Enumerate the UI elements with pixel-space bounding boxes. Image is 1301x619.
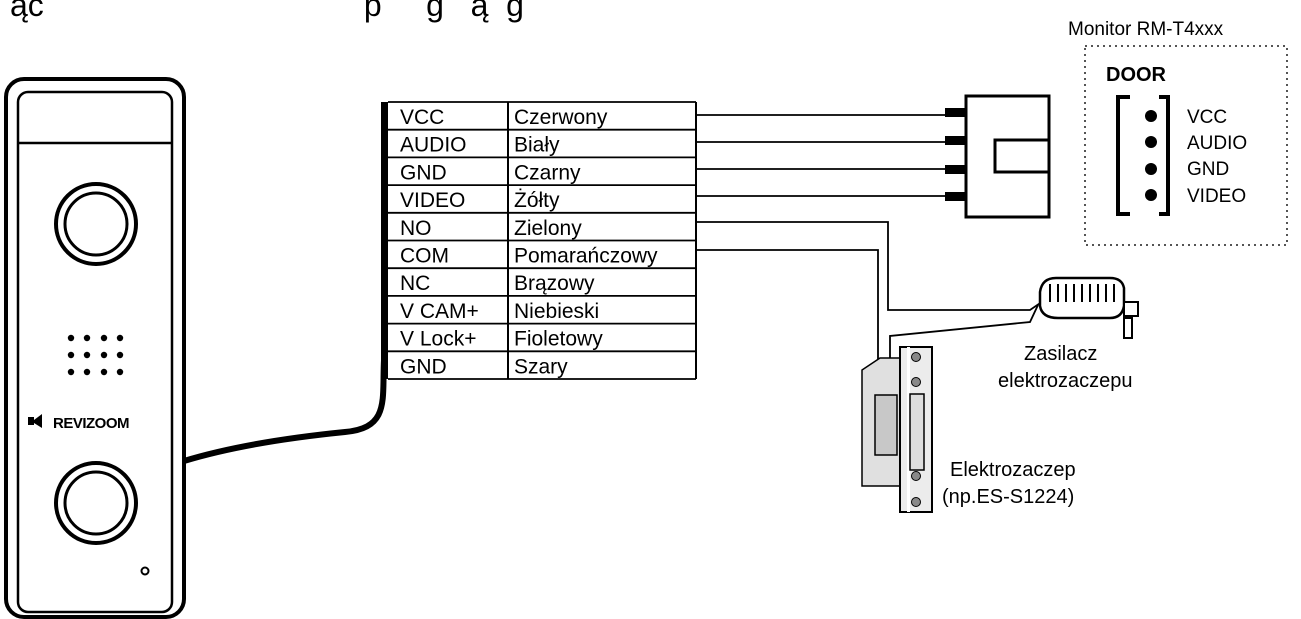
table-cell-wire-color: Czarny (514, 161, 581, 184)
monitor-wires (696, 114, 945, 197)
table-cell-signal: V CAM+ (400, 300, 479, 323)
table-cell-signal: VCC (400, 106, 444, 129)
table-cell-signal: COM (400, 245, 449, 268)
camera-lens-icon (54, 182, 138, 266)
table-cell-wire-color: Pomarańczowy (514, 245, 658, 268)
monitor-box: Monitor RM-T4xxx DOOR VCC AUDIO GND VIDE… (1068, 19, 1288, 246)
monitor-plug (945, 94, 1051, 219)
table-cell-signal: V Lock+ (400, 328, 476, 351)
table-cell-wire-color: Niebieski (514, 300, 599, 323)
table-cell-wire-color: Czerwony (514, 106, 608, 129)
pin-label-video: VIDEO (1187, 186, 1246, 207)
pin-label-vcc: VCC (1187, 107, 1227, 128)
door-port-label: DOOR (1106, 64, 1167, 86)
table-cell-wire-color: Biały (514, 134, 560, 157)
table-cell-wire-color: Żółty (514, 189, 560, 212)
table-cell-wire-color: Zielony (514, 217, 582, 240)
table-cell-signal: NC (400, 272, 430, 295)
power-supply-icon (1038, 276, 1139, 339)
table-cell-signal: VIDEO (400, 189, 465, 212)
door-panel: REVIZOOM (4, 77, 186, 619)
brand-logo: REVIZOOM (28, 414, 130, 432)
panel-cable (183, 102, 387, 464)
call-button (54, 461, 138, 545)
table-cell-wire-color: Brązowy (514, 272, 595, 295)
pin-label-audio: AUDIO (1187, 133, 1247, 154)
door-port-pins (1145, 110, 1157, 201)
table-cell-signal: AUDIO (400, 134, 467, 157)
table-cell-signal: GND (400, 161, 447, 184)
table-cell-wire-color: Fioletowy (514, 328, 603, 351)
svg-text:REVIZOOM: REVIZOOM (53, 415, 129, 432)
electric-strike-icon (861, 346, 933, 513)
led-indicator-icon (140, 566, 150, 576)
power-supply-caption-2: elektrozaczepu (998, 370, 1133, 392)
page-title: ąc p g ą g (10, 0, 524, 23)
table-cell-signal: GND (400, 355, 447, 378)
speaker-grille-icon (67, 334, 124, 376)
lock-wires (696, 221, 1053, 363)
power-supply-caption-1: Zasilacz (1024, 343, 1097, 365)
strike-caption-2: (np.ES-S1224) (942, 486, 1074, 508)
table-cell-signal: NO (400, 217, 432, 240)
strike-caption-1: Elektrozaczep (950, 459, 1076, 481)
pin-label-gnd: GND (1187, 159, 1229, 180)
table-cell-wire-color: Szary (514, 355, 568, 378)
monitor-title: Monitor RM-T4xxx (1068, 19, 1224, 40)
